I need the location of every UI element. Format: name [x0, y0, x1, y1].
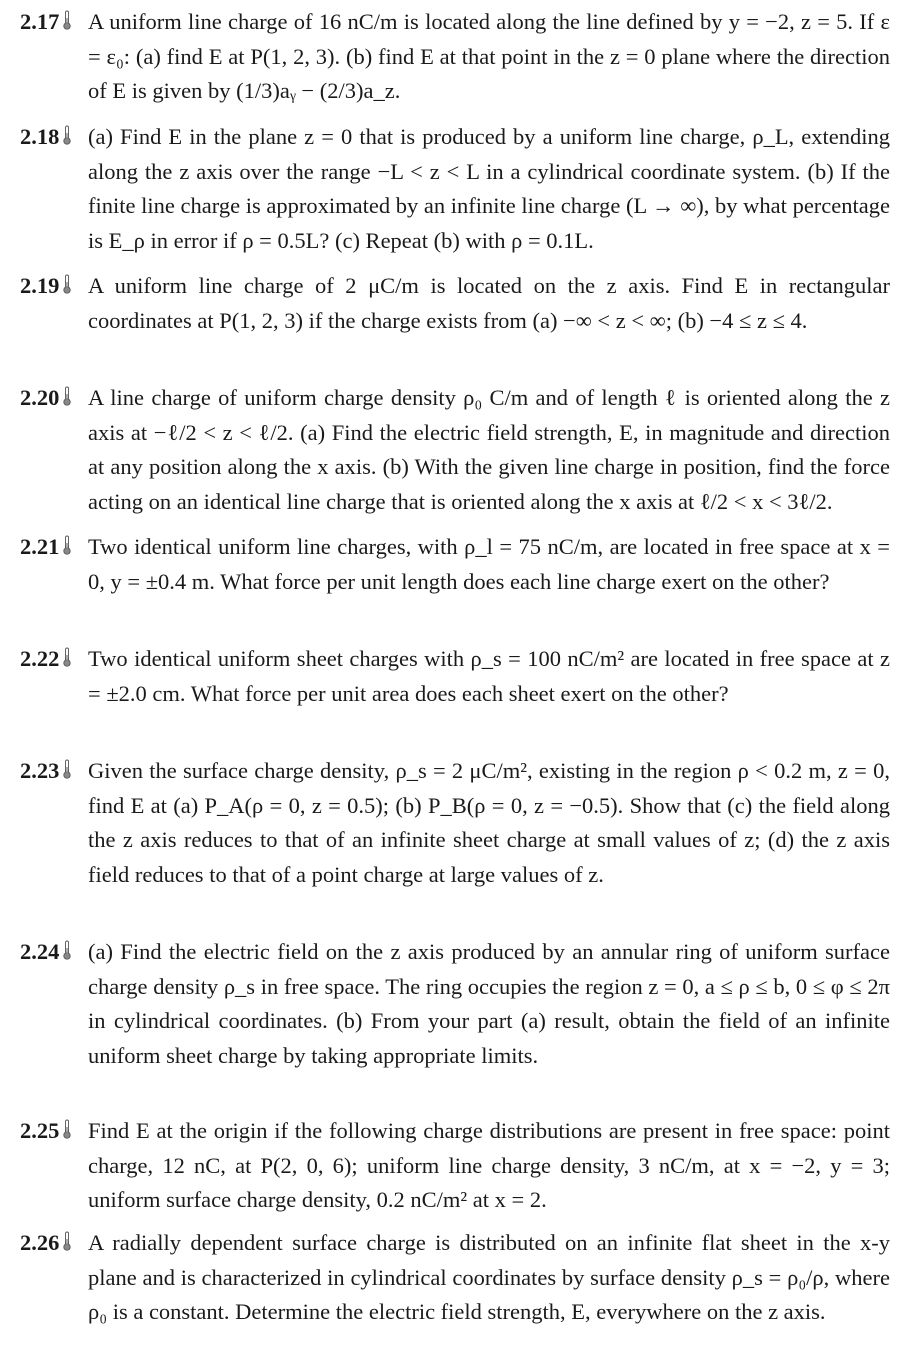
- problem-2-21: 2.21 Two identical uniform line charges,…: [20, 530, 890, 599]
- problem-2-23: 2.23 Given the surface charge density, ρ…: [20, 754, 890, 892]
- problem-number: 2.18: [20, 124, 60, 149]
- thermometer-icon: [63, 274, 72, 294]
- problem-number: 2.21: [20, 534, 60, 559]
- thermometer-icon: [63, 940, 72, 960]
- thermometer-icon: [63, 647, 72, 667]
- thermometer-icon: [63, 1231, 72, 1251]
- problem-text: Two identical uniform line charges, with…: [88, 534, 890, 594]
- problem-number: 2.25: [20, 1118, 60, 1143]
- problem-number: 2.20: [20, 385, 60, 410]
- problem-2-18: 2.18 (a) Find E in the plane z = 0 that …: [20, 120, 890, 258]
- problem-text: A radially dependent surface charge is d…: [88, 1230, 890, 1324]
- problem-2-25: 2.25 Find E at the origin if the followi…: [20, 1114, 890, 1218]
- problem-2-17: 2.17 A uniform line charge of 16 nC/m is…: [20, 5, 890, 109]
- problem-text: Find E at the origin if the following ch…: [88, 1118, 890, 1212]
- problem-2-26: 2.26 A radially dependent surface charge…: [20, 1226, 890, 1330]
- problem-text: (a) Find the electric field on the z axi…: [88, 939, 890, 1068]
- thermometer-icon: [63, 10, 72, 30]
- problem-number: 2.17: [20, 9, 60, 34]
- problem-number: 2.24: [20, 939, 60, 964]
- thermometer-icon: [63, 535, 72, 555]
- problem-text: Given the surface charge density, ρ_s = …: [88, 758, 890, 887]
- problem-text: (a) Find E in the plane z = 0 that is pr…: [88, 124, 890, 253]
- thermometer-icon: [63, 1119, 72, 1139]
- problem-2-20: 2.20 A line charge of uniform charge den…: [20, 381, 890, 519]
- problem-text: Two identical uniform sheet charges with…: [88, 646, 890, 706]
- problem-text: A uniform line charge of 2 μC/m is locat…: [88, 273, 890, 333]
- problem-number: 2.19: [20, 273, 60, 298]
- thermometer-icon: [63, 759, 72, 779]
- problem-number: 2.26: [20, 1230, 60, 1255]
- problem-2-22: 2.22 Two identical uniform sheet charges…: [20, 642, 890, 711]
- thermometer-icon: [63, 386, 72, 406]
- problem-text: A uniform line charge of 16 nC/m is loca…: [88, 9, 890, 103]
- problem-text: A line charge of uniform charge density …: [88, 385, 890, 514]
- problem-2-24: 2.24 (a) Find the electric field on the …: [20, 935, 890, 1073]
- problem-2-19: 2.19 A uniform line charge of 2 μC/m is …: [20, 269, 890, 338]
- thermometer-icon: [63, 125, 72, 145]
- problem-number: 2.22: [20, 646, 60, 671]
- problem-number: 2.23: [20, 758, 60, 783]
